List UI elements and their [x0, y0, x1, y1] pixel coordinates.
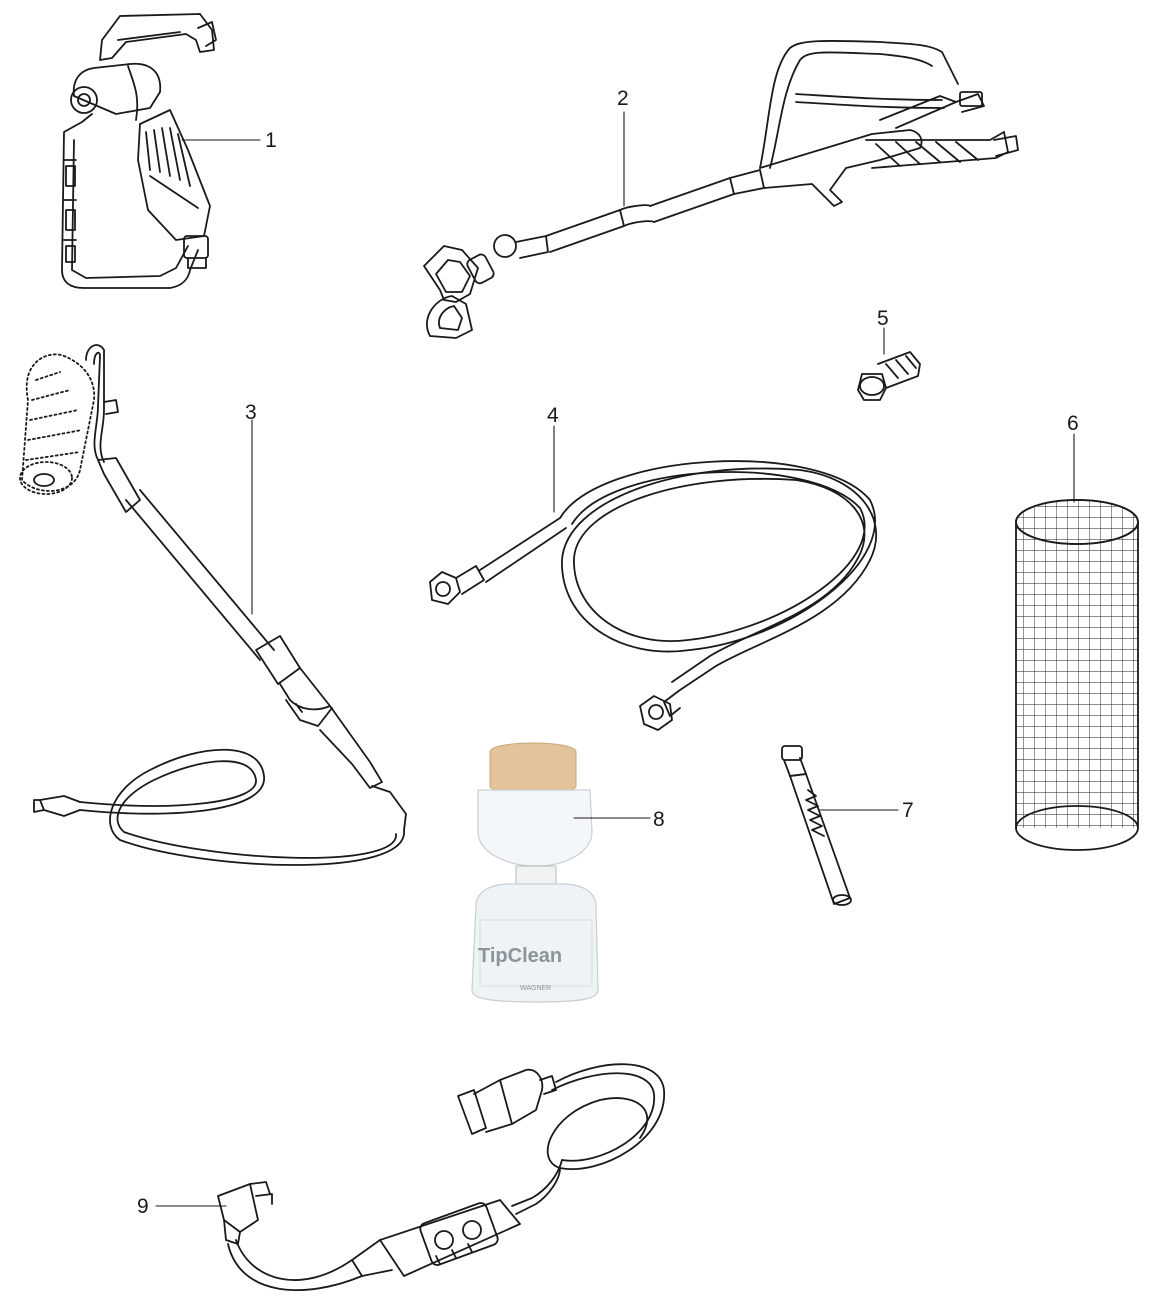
- callout-4: 4: [547, 404, 559, 427]
- callout-9: 9: [137, 1195, 149, 1218]
- tipclean-bottle-icon: [471, 742, 599, 1003]
- callout-5: 5: [877, 307, 889, 330]
- bottle-brand-text: TipClean: [478, 945, 562, 967]
- filter-screen-icon: [1015, 499, 1139, 851]
- callout-8: 8: [653, 808, 665, 831]
- paint-roller-icon: [19, 344, 407, 866]
- callout-3: 3: [245, 401, 257, 424]
- remote-control-cable-icon: [217, 1063, 665, 1291]
- callout-2: 2: [617, 87, 629, 110]
- callout-7: 7: [902, 799, 914, 822]
- extension-spray-gun-icon: [423, 40, 1019, 339]
- inline-filter-icon: [781, 745, 852, 906]
- high-pressure-hose-icon: [429, 460, 878, 731]
- bottle-maker-text: WAGNER: [520, 985, 551, 992]
- callout-1: 1: [265, 129, 277, 152]
- spray-gun-icon: [61, 13, 217, 289]
- callout-6: 6: [1067, 412, 1079, 435]
- hose-connector-icon: [857, 351, 921, 401]
- leader-lines: [155, 111, 1075, 1207]
